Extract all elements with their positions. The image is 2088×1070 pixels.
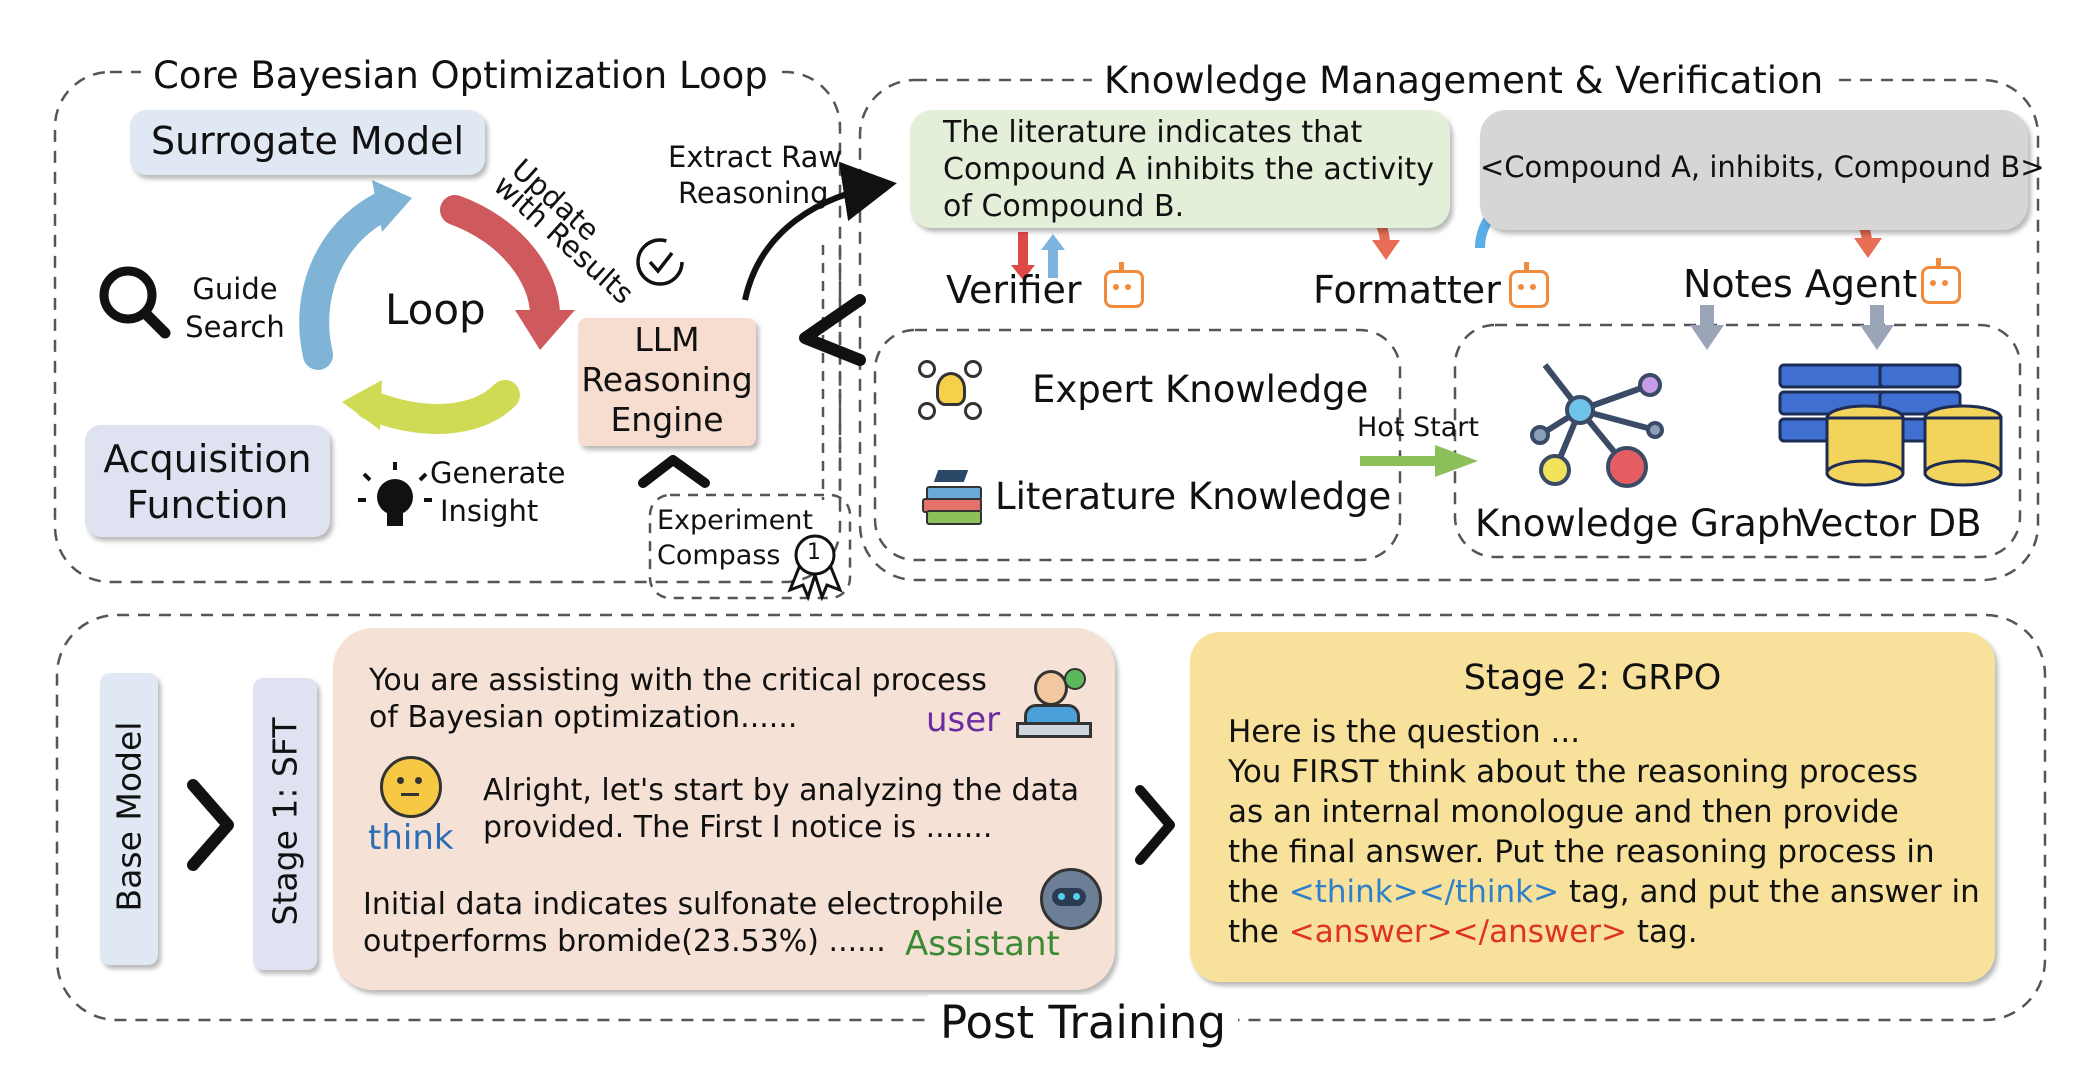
- user-tag: user: [926, 700, 1001, 740]
- assistant-robot-icon: [1040, 868, 1102, 930]
- robot-icon: [1915, 258, 1961, 304]
- books-icon: [922, 468, 982, 526]
- answer-code-tag: <answer></answer>: [1288, 914, 1628, 950]
- award-badge-icon: [787, 534, 843, 602]
- guide-search-line2: Search: [185, 310, 285, 344]
- literature-line1: The literature indicates that: [943, 115, 1363, 150]
- grpo-box: Stage 2: GRPO Here is the question ... Y…: [1190, 632, 1995, 982]
- think-tag: think: [368, 818, 454, 858]
- assistant-tag: Assistant: [905, 924, 1060, 964]
- triple-box: <Compound A, inhibits, Compound B>: [1480, 110, 2045, 230]
- user-msg-line2: of Bayesian optimization......: [369, 700, 798, 735]
- literature-line2: Compound A inhibits the activity: [943, 152, 1434, 187]
- compass-panel: [648, 493, 852, 600]
- lightbulb-icon: [358, 462, 432, 526]
- thinking-face-icon: [380, 756, 442, 818]
- surrogate-model-box: Surrogate Model: [130, 110, 485, 175]
- extract-raw-line1: Extract Raw: [668, 140, 843, 174]
- verifier-label: Verifier: [946, 268, 1082, 312]
- experiment-compass-line1: Experiment: [657, 505, 814, 536]
- stage2-line2: You FIRST think about the reasoning proc…: [1228, 754, 1918, 790]
- think-msg-line1: Alright, let's start by analyzing the da…: [483, 773, 1080, 808]
- stage2-line5: the <think></think> tag, and put the ans…: [1228, 874, 1980, 910]
- experts-icon: [918, 358, 982, 420]
- stage2-line1: Here is the question ...: [1228, 714, 1581, 750]
- compass-badge-number: 1: [807, 540, 821, 565]
- acquisition-function-box: Acquisition Function: [85, 425, 330, 537]
- robot-icon: [1503, 262, 1549, 308]
- magnifier-icon: [99, 266, 171, 339]
- triple-text: <Compound A, inhibits, Compound B>: [1480, 150, 2045, 184]
- literature-statement-box: The literature indicates that Compound A…: [910, 110, 1450, 228]
- stage2-title: Stage 2: GRPO: [1463, 658, 1722, 698]
- robot-icon: [1098, 262, 1144, 308]
- literature-line3: of Compound B.: [943, 189, 1185, 224]
- assistant-msg-line1: Initial data indicates sulfonate electro…: [363, 887, 1004, 922]
- guide-search-line1: Guide: [192, 272, 278, 306]
- llm-reasoning-engine-box: LLM Reasoning Engine: [578, 318, 756, 446]
- vector-db-label: Vector DB: [1798, 502, 1982, 545]
- think-msg-line2: provided. The First I notice is .......: [483, 810, 993, 845]
- database-icon: [1778, 363, 2003, 487]
- knowledge-graph-icon: [1530, 363, 1664, 488]
- user-laptop-icon: [1016, 668, 1092, 738]
- stage2-line6: the <answer></answer> tag.: [1228, 914, 1698, 950]
- refresh-check-icon: [636, 238, 684, 286]
- loop-label: Loop: [385, 285, 486, 334]
- user-msg-line1: You are assisting with the critical proc…: [369, 663, 987, 698]
- acquisition-line2: Function: [126, 483, 289, 527]
- post-training-title: Post Training: [928, 995, 1239, 1051]
- literature-knowledge-label: Literature Knowledge: [995, 475, 1392, 518]
- acquisition-line1: Acquisition: [103, 437, 312, 481]
- llm-line2: Reasoning: [581, 360, 753, 399]
- stage2-line3: as an internal monologue and then provid…: [1228, 794, 1899, 830]
- stage2-line4: the final answer. Put the reasoning proc…: [1228, 834, 1935, 870]
- stage1-box: Stage 1: SFT: [253, 678, 317, 970]
- knowledge-title: Knowledge Management & Verification: [1092, 57, 1836, 105]
- llm-line1: LLM: [634, 320, 700, 359]
- generate-insight-line1: Generate: [430, 456, 566, 490]
- post-training-panel: [55, 613, 2047, 1022]
- core-loop-title: Core Bayesian Optimization Loop: [141, 52, 780, 100]
- notes-agent-label: Notes Agent: [1683, 262, 1918, 306]
- sft-dialog-box: You are assisting with the critical proc…: [333, 628, 1115, 990]
- hot-start-label: Hot Start: [1357, 412, 1479, 443]
- expert-knowledge-label: Expert Knowledge: [1032, 368, 1369, 411]
- stage1-label: Stage 1: SFT: [265, 717, 305, 926]
- base-model-label: Base Model: [109, 721, 149, 912]
- generate-insight-line2: Insight: [440, 494, 539, 528]
- extract-raw-line2: Reasoning: [678, 176, 829, 210]
- knowledge-graph-label: Knowledge Graph: [1475, 502, 1804, 545]
- formatter-label: Formatter: [1313, 268, 1501, 312]
- experiment-compass-line2: Compass: [657, 540, 781, 571]
- surrogate-model-label: Surrogate Model: [150, 119, 465, 163]
- think-code-tag: <think></think>: [1288, 874, 1560, 910]
- base-model-box: Base Model: [100, 673, 158, 965]
- assistant-msg-line2: outperforms bromide(23.53%) ......: [363, 924, 886, 959]
- knowledge-stores-panel: [1453, 323, 2022, 559]
- knowledge-sources-panel: [873, 328, 1402, 562]
- llm-line3: Engine: [610, 400, 724, 439]
